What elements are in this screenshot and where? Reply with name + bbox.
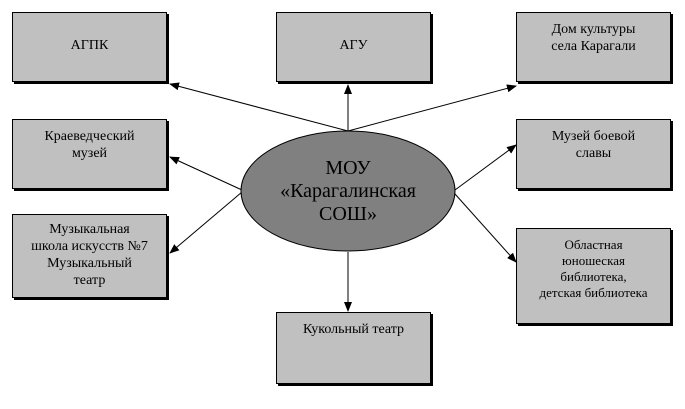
node-kukolny: Кукольный театр	[276, 312, 431, 384]
center-line: СОШ»	[319, 202, 377, 225]
arrow-to-agpk	[169, 82, 349, 132]
center-ellipse	[240, 130, 456, 252]
node-muz-shkola: Музыкальная школа искусств №7 Музыкальны…	[12, 214, 167, 298]
node-label: села Карагали	[551, 39, 636, 54]
arrow-to-kraeved	[169, 156, 243, 191]
node-kraeved: Краеведческий музей	[12, 119, 167, 189]
node-label: музей	[71, 146, 108, 161]
center-line: МОУ	[325, 156, 371, 179]
arrow-to-muzey-slavy	[454, 144, 517, 191]
center-line: «Карагалинская	[280, 179, 416, 202]
arrow-to-muz-shkola	[169, 191, 243, 254]
node-agu: АГУ	[276, 12, 431, 82]
node-label: Краеведческий	[44, 129, 135, 144]
node-label: Дом культуры	[551, 22, 636, 37]
node-dom-kultury: Дом культуры села Карагали	[516, 12, 671, 82]
center-label: МОУ «Карагалинская СОШ»	[240, 130, 456, 252]
arrow-to-dom-kultury	[347, 84, 517, 132]
node-label: театр	[73, 273, 106, 288]
node-label: Музыкальный	[47, 256, 132, 271]
node-label: библиотека,	[560, 269, 627, 284]
node-label: Кукольный театр	[302, 322, 405, 337]
node-label: юношеская	[562, 253, 625, 268]
node-label: АГПК	[70, 38, 109, 53]
node-label: школа искусств №7	[31, 239, 148, 254]
node-agpk: АГПК	[12, 12, 167, 82]
node-biblioteka: Областная юношеская библиотека, детская …	[516, 228, 671, 324]
node-label: АГУ	[339, 38, 368, 53]
node-label: Музыкальная	[49, 222, 130, 237]
node-muzey-slavy: Музей боевой славы	[516, 119, 671, 189]
node-label: Музей боевой	[551, 129, 636, 144]
arrow-to-biblioteka	[454, 193, 517, 263]
node-label: Областная	[564, 237, 623, 252]
node-label: детская библиотека	[539, 285, 648, 300]
node-label: славы	[575, 146, 612, 161]
